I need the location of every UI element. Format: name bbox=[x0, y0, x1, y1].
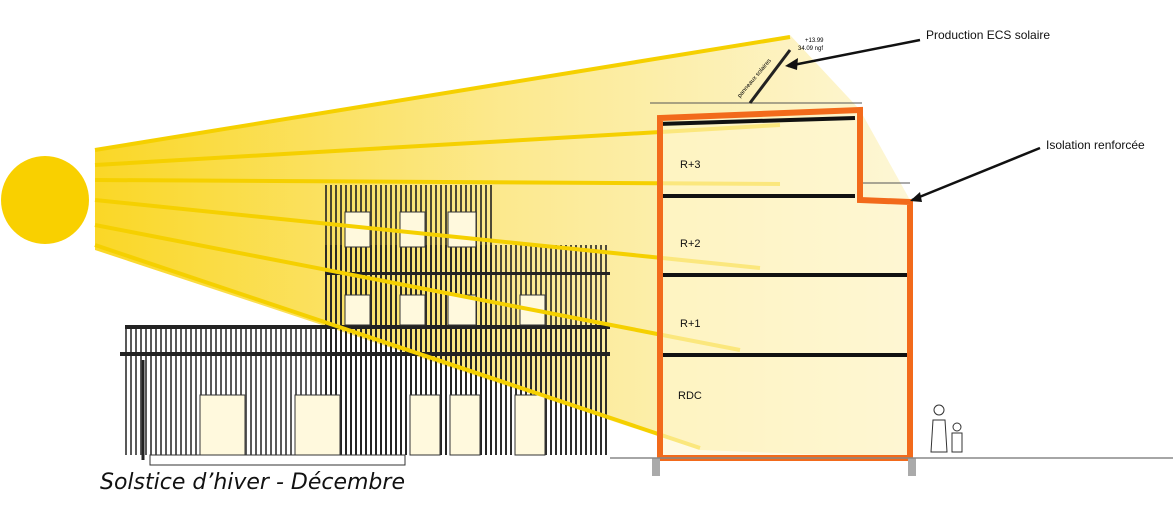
caption: Solstice d’hiver - Décembre bbox=[100, 470, 405, 495]
facade-buildings bbox=[120, 185, 610, 466]
sun-icon bbox=[1, 156, 89, 244]
floor-label-rdc: RDC bbox=[678, 390, 702, 402]
sun-rays bbox=[94, 35, 791, 450]
insulation-arrow bbox=[911, 146, 1041, 202]
label-insulation: Isolation renforcée bbox=[1046, 138, 1145, 152]
floor-label-r1: R+1 bbox=[680, 318, 701, 330]
people-silhouette bbox=[930, 404, 963, 453]
floor-label-r3: R+3 bbox=[680, 159, 701, 171]
floor-label-r2: R+2 bbox=[680, 238, 701, 250]
elevation-ngf: 34.09 ngf bbox=[798, 46, 823, 52]
ecs-arrow bbox=[787, 38, 921, 68]
building-section bbox=[610, 49, 1173, 476]
label-solar-hot-water: Production ECS solaire bbox=[926, 28, 1051, 42]
elevation-top: +13.99 bbox=[805, 38, 824, 44]
